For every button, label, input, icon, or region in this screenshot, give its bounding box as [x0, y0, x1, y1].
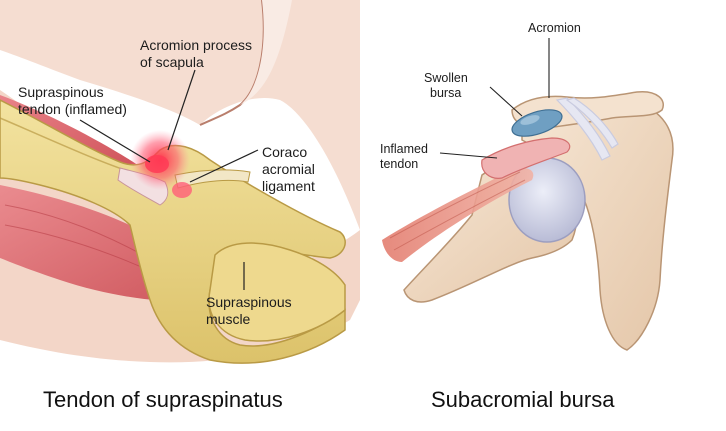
leader-lines	[79, 69, 259, 290]
label-tendon-inflamed: tendon (inflamed)	[18, 101, 127, 117]
caption-tendon-of-supraspinatus: Tendon of supraspinatus	[43, 387, 283, 412]
bone-ridge	[0, 117, 126, 171]
caption-subacromial-bursa: Subacromial bursa	[431, 387, 615, 412]
label-supraspinous-tendon: Supraspinous	[18, 84, 104, 100]
subacromial-illustration: Acromion Swollen bursa Inflamed tendon	[380, 21, 674, 351]
coracoacromial-ligament	[174, 169, 251, 189]
label-bursa: bursa	[430, 86, 461, 100]
label-of-scapula: of scapula	[140, 54, 204, 70]
label-acromial: acromial	[262, 161, 315, 177]
label-muscle: muscle	[206, 311, 251, 327]
right-illustration: Acromion Swollen bursa Inflamed tendon	[362, 0, 726, 380]
inflamed-tendon	[481, 137, 571, 179]
label-inflamed: Inflamed	[380, 142, 428, 156]
label-acromion-process: Acromion process	[140, 37, 252, 53]
skin-highlight	[240, 0, 292, 105]
label-supraspinous-muscle: Supraspinous	[206, 294, 292, 310]
inflammation-spot-upper	[145, 155, 169, 173]
label-ligament: ligament	[262, 178, 315, 194]
label-swollen: Swollen	[424, 71, 468, 85]
shoulder-outline	[199, 0, 265, 126]
right-muscle-fibers	[389, 171, 526, 251]
label-tendon: tendon	[380, 157, 418, 171]
swollen-bursa	[511, 109, 563, 137]
inflammation-spot-lower	[172, 182, 192, 198]
humerus-head	[208, 242, 346, 342]
bursa-highlight	[520, 115, 540, 125]
label-acromion: Acromion	[528, 21, 581, 35]
supraspinatus-muscle	[382, 168, 534, 262]
right-leader-lines	[439, 38, 550, 159]
supraspinatus-illustration: Acromion process of scapula Supraspinous…	[0, 0, 360, 364]
left-illustration: Acromion process of scapula Supraspinous…	[0, 0, 360, 380]
ligament-bands	[555, 97, 619, 161]
label-coraco: Coraco	[262, 144, 307, 160]
